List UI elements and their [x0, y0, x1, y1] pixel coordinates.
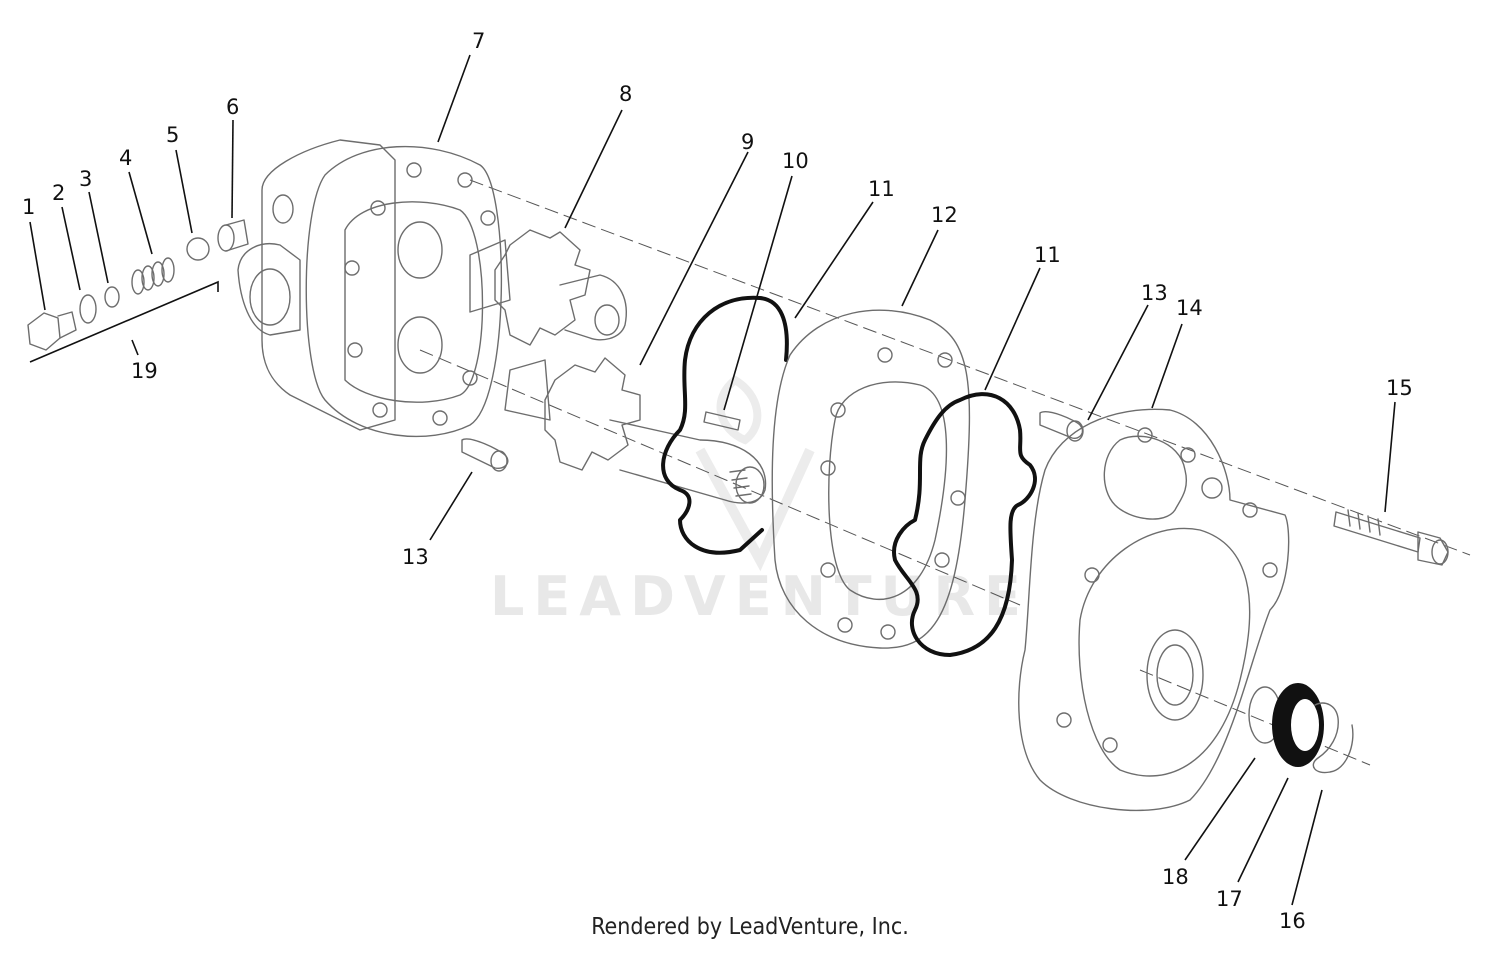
- callout-5: 5: [166, 123, 179, 147]
- callout-11b: 11: [1034, 243, 1061, 267]
- callout-3: 3: [79, 167, 92, 191]
- callout-1: 1: [22, 195, 35, 219]
- o-ring-part-2: [79, 294, 97, 324]
- relief-valve-parts: [27, 219, 249, 363]
- plug-bolt-part-1: [27, 311, 77, 351]
- callout-2: 2: [52, 181, 65, 205]
- bolt-part-15: [1333, 509, 1449, 566]
- key-part-10: [703, 411, 741, 431]
- watermark-text: LEADVENTURE: [490, 565, 1030, 628]
- callout-11a: 11: [868, 177, 895, 201]
- retaining-ring-part-16: [1312, 702, 1354, 774]
- callout-18: 18: [1162, 865, 1189, 889]
- callout-14: 14: [1176, 296, 1203, 320]
- callout-4: 4: [119, 146, 132, 170]
- callout-17: 17: [1216, 887, 1243, 911]
- spring-part-4: [131, 257, 175, 295]
- callout-13b: 13: [1141, 281, 1168, 305]
- callout-13a: 13: [402, 545, 429, 569]
- callout-16: 16: [1279, 909, 1306, 933]
- dowel-pin-part-13a: [461, 438, 509, 472]
- callout-12: 12: [931, 203, 958, 227]
- dowel-pin-part-13b: [1039, 411, 1084, 442]
- seat-part-6: [217, 219, 249, 252]
- callout-10: 10: [782, 149, 809, 173]
- callout-7: 7: [472, 29, 485, 53]
- seal-part-11a: [661, 295, 789, 555]
- leader-lines: [29, 54, 1396, 906]
- callout-15: 15: [1386, 376, 1413, 400]
- center-plate-part-12: [771, 309, 971, 649]
- front-housing-part-7: [237, 139, 503, 438]
- idler-gear-part-8: [469, 229, 627, 346]
- group-bracket-19: [29, 280, 219, 363]
- rear-housing-part-14: [1018, 408, 1290, 812]
- callout-19: 19: [131, 359, 158, 383]
- watermark: LEADVENTURE: [490, 375, 1030, 628]
- seal-part-11b: [892, 392, 1037, 657]
- render-credit: Rendered by LeadVenture, Inc.: [591, 914, 909, 940]
- ball-part-5: [186, 237, 210, 261]
- callout-labels: 1 2 3 4 5 6 7 8 9 10 11 11 12 13 13 14 1…: [22, 29, 1413, 933]
- shaft-seal-part-17: [1272, 683, 1324, 767]
- callout-6: 6: [226, 95, 239, 119]
- drive-gear-part-9: [504, 357, 767, 504]
- washer-part-3: [104, 286, 120, 308]
- callout-8: 8: [619, 82, 632, 106]
- assembly-axes: [419, 179, 1471, 766]
- callout-9: 9: [741, 130, 754, 154]
